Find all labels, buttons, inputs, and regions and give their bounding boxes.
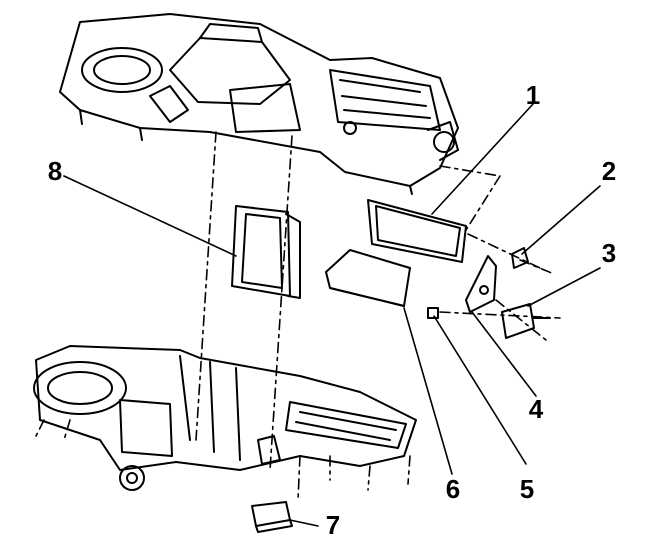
part-1 [367,199,467,263]
lower-case [33,345,417,491]
callout-8: 8 [47,156,63,186]
callout-7: 7 [325,510,341,540]
part-3 [501,303,535,339]
callout-5: 5 [519,474,535,504]
callout-3: 3 [601,238,617,268]
part-7 [251,501,291,527]
leader-lines [63,103,601,527]
upper-case [59,13,459,195]
part-5 [427,307,439,319]
callout-1: 1 [525,80,541,110]
callout-4: 4 [528,394,544,424]
part-6 [325,249,411,307]
callout-2: 2 [601,156,617,186]
callout-6: 6 [445,474,461,504]
assembly-lines [35,131,561,501]
part-8 [231,205,301,299]
part-4 [465,255,497,313]
